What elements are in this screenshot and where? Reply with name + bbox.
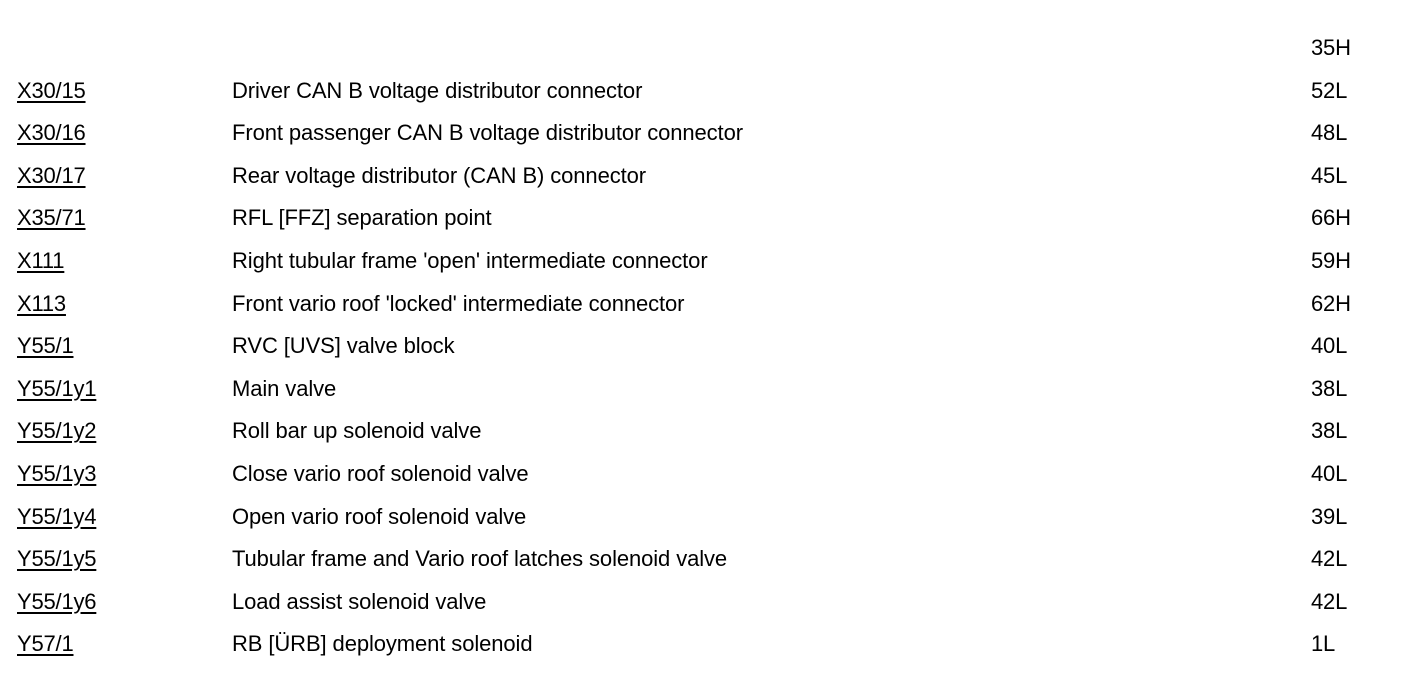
legend-row: Y55/1y5 Tubular frame and Vario roof lat… (0, 537, 1408, 580)
legend-row: X30/15 Driver CAN B voltage distributor … (0, 69, 1408, 112)
component-code-link[interactable]: Y55/1y4 (17, 503, 97, 529)
component-code-link[interactable]: Y55/1 (17, 333, 74, 359)
legend-row: Y55/1 RVC [UVS] valve block 40L (0, 324, 1408, 367)
component-code-link[interactable]: X35/71 (17, 205, 86, 231)
grid-reference: 45L (1311, 162, 1348, 188)
component-code-link[interactable]: X111 (17, 247, 65, 273)
grid-reference: 42L (1311, 588, 1348, 614)
legend-row: X30/16 Front passenger CAN B voltage dis… (0, 111, 1408, 154)
component-description: Front vario roof 'locked' intermediate c… (232, 290, 685, 316)
legend-row: X30/17 Rear voltage distributor (CAN B) … (0, 154, 1408, 197)
component-description: Front passenger CAN B voltage distributo… (232, 120, 743, 146)
legend-row: Y55/1y3 Close vario roof solenoid valve … (0, 452, 1408, 495)
component-description: Right tubular frame 'open' intermediate … (232, 247, 708, 273)
legend-row: Y55/1y4 Open vario roof solenoid valve 3… (0, 495, 1408, 538)
grid-reference: 59H (1311, 247, 1351, 273)
component-description: Open vario roof solenoid valve (232, 503, 527, 529)
legend-row: 35H (0, 26, 1408, 69)
component-code-link[interactable]: X30/16 (17, 120, 86, 146)
grid-reference: 1L (1311, 631, 1336, 657)
legend-row: Y55/1y6 Load assist solenoid valve 42L (0, 580, 1408, 623)
grid-reference: 66H (1311, 205, 1351, 231)
legend-row: X113 Front vario roof 'locked' intermedi… (0, 282, 1408, 325)
grid-reference: 39L (1311, 503, 1348, 529)
grid-reference: 48L (1311, 120, 1348, 146)
component-description: Driver CAN B voltage distributor connect… (232, 77, 643, 103)
component-description: Roll bar up solenoid valve (232, 418, 482, 444)
component-code-link[interactable]: X30/17 (17, 162, 86, 188)
component-code-link[interactable]: X113 (17, 290, 66, 316)
component-code-link[interactable]: Y55/1y6 (17, 588, 97, 614)
component-description: Load assist solenoid valve (232, 588, 487, 614)
grid-reference: 38L (1311, 375, 1348, 401)
legend-row: Y55/1y1 Main valve 38L (0, 367, 1408, 410)
legend-row: Y55/1y2 Roll bar up solenoid valve 38L (0, 409, 1408, 452)
grid-reference: 35H (1311, 35, 1351, 60)
component-code-link[interactable]: Y55/1y1 (17, 375, 97, 401)
component-code-link[interactable]: Y57/1 (17, 631, 74, 657)
grid-reference: 40L (1311, 460, 1348, 486)
component-description: RB [ÜRB] deployment solenoid (232, 631, 533, 657)
grid-reference: 52L (1311, 77, 1348, 103)
legend-row: Y57/1 RB [ÜRB] deployment solenoid 1L (0, 622, 1408, 665)
component-legend-table: 35H X30/15 Driver CAN B voltage distribu… (0, 26, 1408, 665)
legend-row: X35/71 RFL [FFZ] separation point 66H (0, 196, 1408, 239)
component-description: Main valve (232, 375, 337, 401)
legend-row: X111 Right tubular frame 'open' intermed… (0, 239, 1408, 282)
component-code-link[interactable]: Y55/1y3 (17, 460, 97, 486)
component-code-link[interactable]: Y55/1y2 (17, 418, 97, 444)
component-description: Close vario roof solenoid valve (232, 460, 529, 486)
component-code-link[interactable]: Y55/1y5 (17, 546, 97, 572)
component-description: Rear voltage distributor (CAN B) connect… (232, 162, 646, 188)
component-description: RVC [UVS] valve block (232, 333, 455, 359)
grid-reference: 62H (1311, 290, 1351, 316)
grid-reference: 40L (1311, 333, 1348, 359)
component-description: Tubular frame and Vario roof latches sol… (232, 546, 728, 572)
grid-reference: 38L (1311, 418, 1348, 444)
component-description: RFL [FFZ] separation point (232, 205, 492, 231)
component-code-link[interactable]: X30/15 (17, 77, 86, 103)
grid-reference: 42L (1311, 546, 1348, 572)
